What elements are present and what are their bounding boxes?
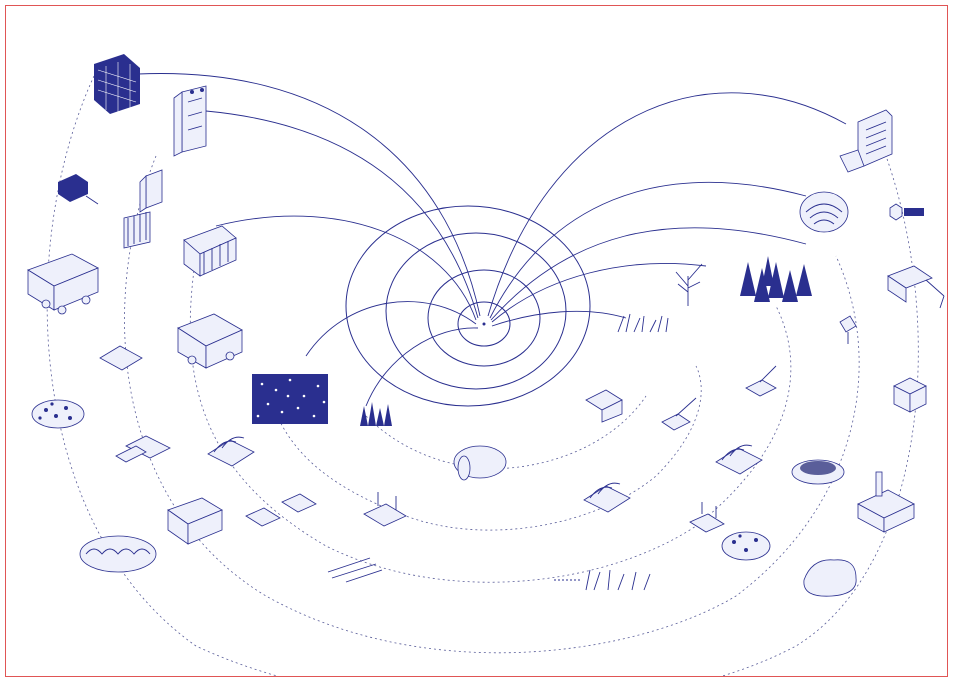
truck-icon [28,254,98,314]
container-icon [58,174,98,204]
crane-icon [662,398,696,430]
modular-block-icon [94,54,140,114]
factory-icon [858,472,914,532]
diagram-frame [5,5,948,677]
beams-icon [328,558,382,582]
boulder-icon [804,560,856,596]
arch-roof-icon [716,445,762,474]
timber-house-icon [184,226,236,276]
plate-icon [100,346,142,370]
reeds-icon [618,314,668,332]
clamp-icon [690,502,724,532]
arch-roof-icon [208,437,254,466]
crane-icon [746,366,776,396]
orbit-arcs [47,76,918,677]
log-icon [454,446,506,480]
bolt-icon [890,204,924,220]
joinery-icon [124,212,150,248]
harvester-icon [586,390,622,422]
rubble-icon [32,400,84,428]
sapling-icon [360,402,392,426]
truck-icon [178,314,242,368]
rubble-icon [722,532,770,560]
mound-icon [792,460,844,484]
bare-tree-icon [676,264,702,306]
reeds-icon [554,570,650,590]
center-links [138,74,846,406]
cassette-icon [140,170,162,212]
joinery-icon [116,436,170,462]
bricks-icon [246,494,316,526]
fiber-mat-icon [252,374,328,424]
mound-icon [80,536,156,572]
truck-icon [168,498,222,544]
material-cycle-diagram [6,6,948,677]
arch-roof-icon [584,483,630,512]
clamp-icon [364,492,406,526]
stack-icon [894,378,926,412]
auditorium-icon [800,192,848,232]
drill-icon [840,316,856,344]
building-icon [840,110,892,172]
forest-icon [740,256,812,302]
prefab-panel-icon [174,86,206,156]
